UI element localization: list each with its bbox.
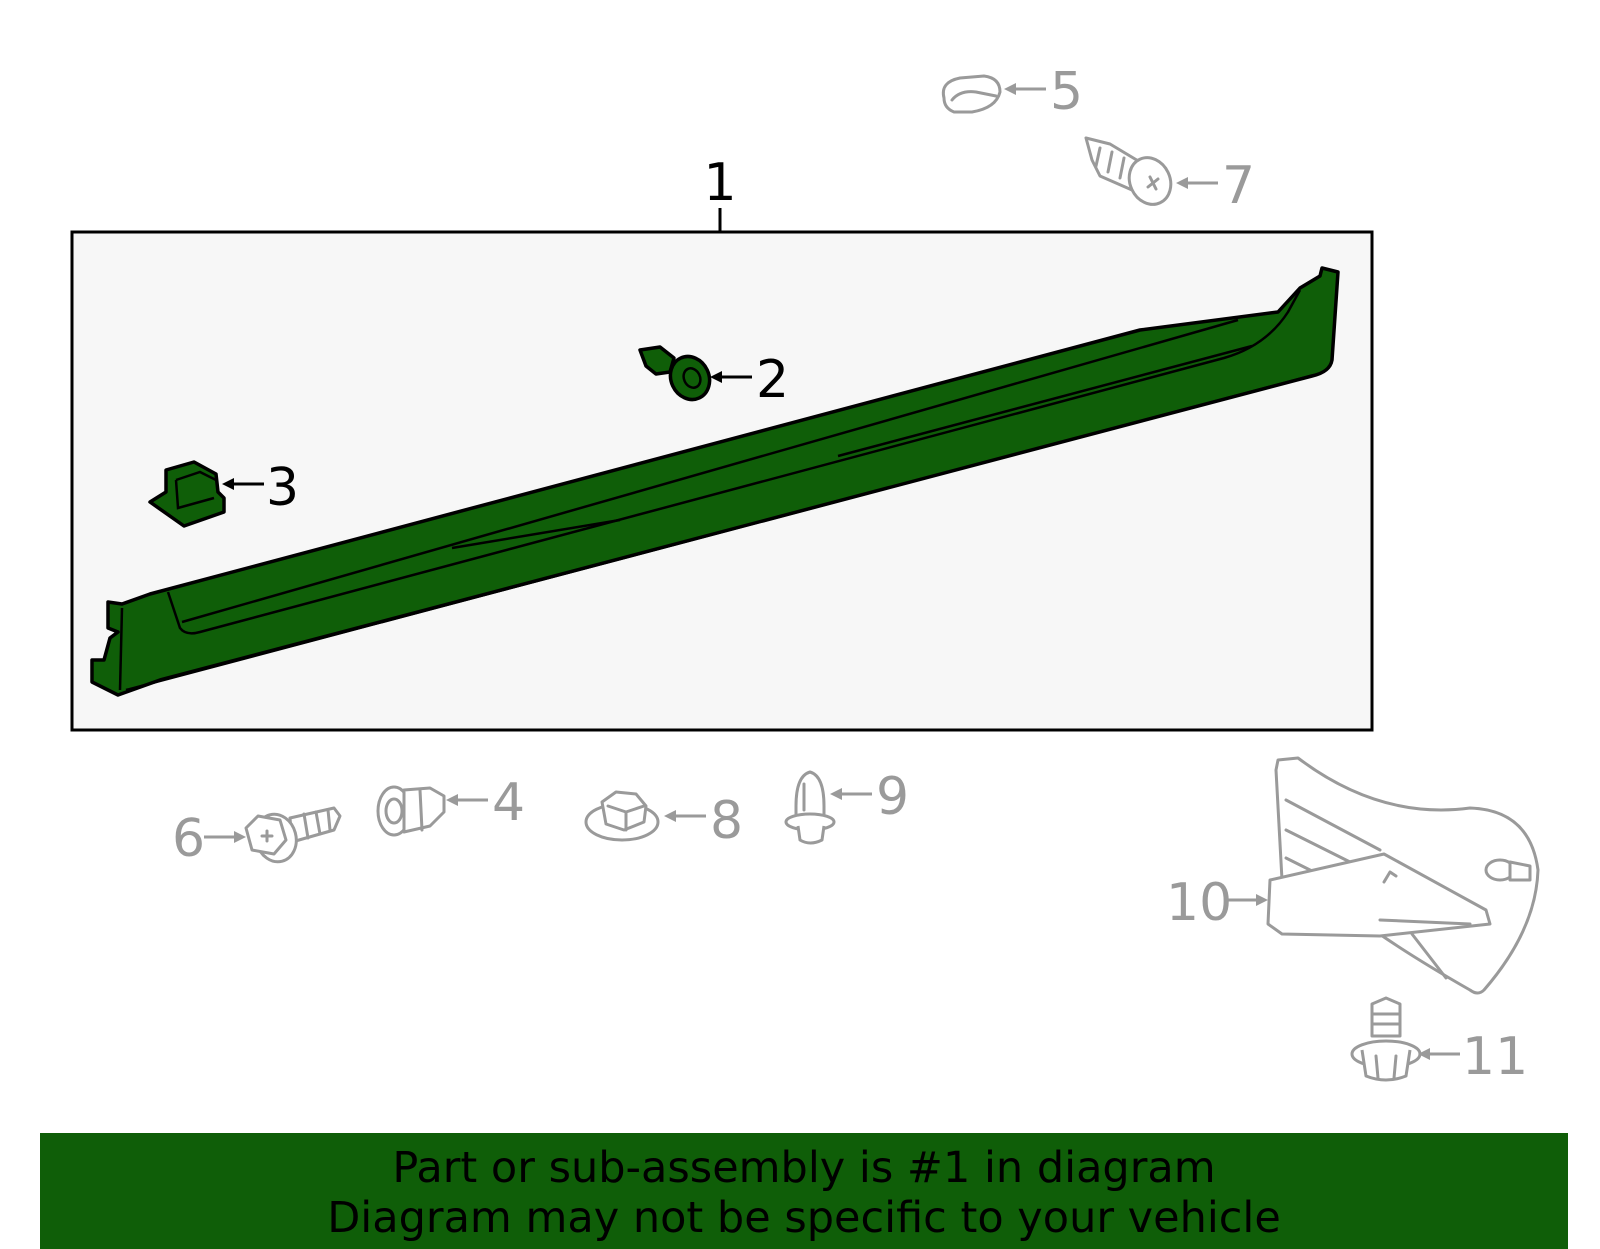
part-10-bracket[interactable] [1266, 756, 1540, 995]
callout-6-label: 6 [172, 809, 205, 869]
callout-10-label: 10 [1166, 873, 1232, 933]
callout-4-label: 4 [492, 773, 525, 833]
part-11-bolt[interactable] [1350, 996, 1422, 1082]
part-2-screw[interactable] [638, 345, 717, 406]
part-1-rocker-molding[interactable] [90, 266, 1340, 697]
callout-9-label: 9 [876, 767, 909, 827]
callout-2-arrowhead [710, 371, 722, 383]
callout-8-label: 8 [710, 791, 743, 851]
info-banner: Part or sub-assembly is #1 in diagram Di… [40, 1133, 1568, 1249]
part-3-clip[interactable] [148, 460, 226, 528]
callout-8-arrowhead [664, 810, 676, 822]
callout-7-arrowhead [1176, 177, 1188, 189]
callout-11-arrowhead [1418, 1048, 1430, 1060]
callout-5-arrowhead [1004, 83, 1016, 95]
banner-line-2: Diagram may not be specific to your vehi… [327, 1193, 1281, 1243]
callout-11-label: 11 [1462, 1027, 1528, 1087]
callout-3-arrowhead [222, 478, 234, 490]
callout-3-label: 3 [266, 458, 299, 518]
callout-10-arrowhead [1256, 894, 1268, 906]
banner-line-1: Part or sub-assembly is #1 in diagram [392, 1143, 1216, 1193]
part-5-clip[interactable] [941, 74, 1002, 114]
part-4-push-clip[interactable] [376, 785, 446, 837]
callout-2-label: 2 [756, 350, 789, 410]
part-9-fastener[interactable] [784, 770, 836, 845]
part-8-nut[interactable] [584, 790, 660, 842]
callout-7-label: 7 [1222, 156, 1255, 216]
part-7-screw[interactable] [1084, 136, 1178, 211]
callout-9-arrowhead [830, 788, 842, 800]
callout-1-label: 1 [703, 153, 736, 213]
callout-4-arrowhead [446, 794, 458, 806]
callout-5-label: 5 [1050, 62, 1083, 122]
callout-6-arrowhead [234, 831, 246, 843]
part-6-bolt[interactable] [244, 806, 342, 866]
